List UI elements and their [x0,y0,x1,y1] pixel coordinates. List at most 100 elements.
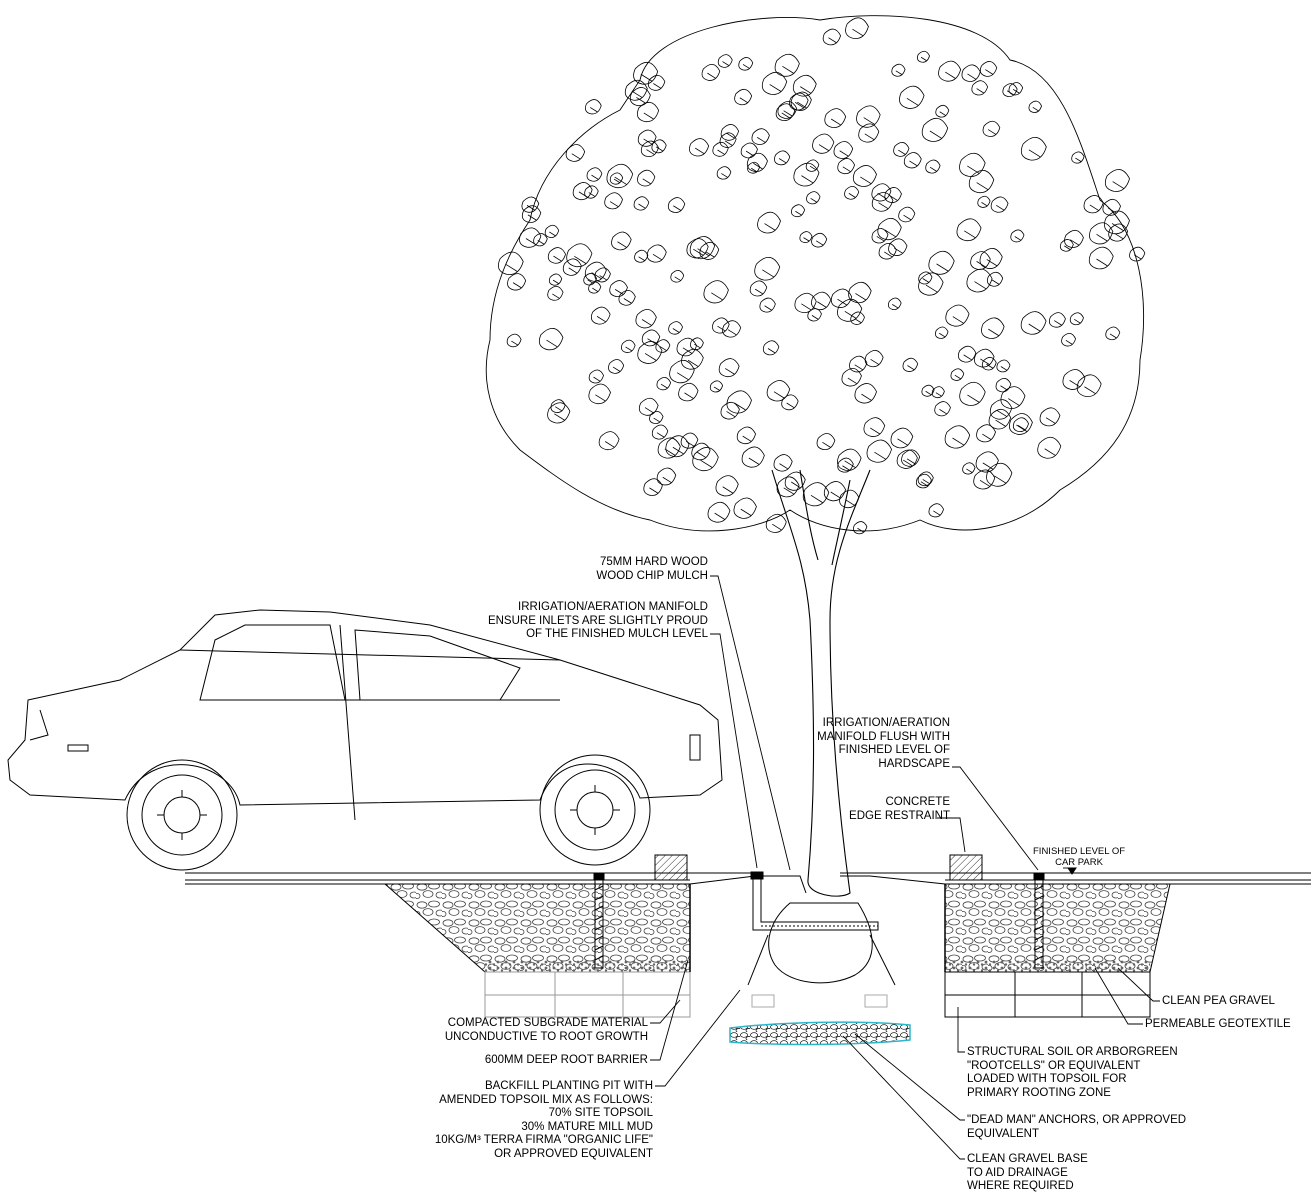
label-gravel-base: CLEAN GRAVEL BASE TO AID DRAINAGE WHERE … [967,1153,1088,1193]
label-backfill: BACKFILL PLANTING PIT WITH AMENDED TOPSO… [434,1080,653,1160]
leaf-cluster [959,381,986,406]
leaf-cluster [944,425,971,449]
leaf-cluster [811,232,828,248]
leaf-cluster [1064,229,1084,248]
leaf-cluster [837,457,854,473]
leaf-cluster [651,424,669,440]
leaf-cluster [550,399,566,413]
leaf-cluster [811,291,832,311]
leaf-cluster [986,462,1013,487]
leaf-cluster [850,311,865,325]
tree-canopy [485,15,1146,535]
leaf-cluster [774,150,791,166]
leaf-cluster [1102,198,1121,216]
leaf-cluster [1048,312,1066,328]
pit-irrigation-manifold [750,871,879,931]
leaf-cluster [716,166,732,180]
leaf-cluster [1076,374,1102,397]
leaf-cluster [712,317,730,334]
right-concrete-edge-restraint [949,854,983,881]
leaf-cluster [977,195,991,208]
leaf-cluster [629,87,651,107]
leaf-cluster [1129,246,1146,262]
leaf-cluster [823,481,847,502]
leaf-cluster [833,141,854,159]
leaf-cluster [959,152,986,177]
leaf-cluster [1062,369,1086,390]
leaf-cluster [976,424,996,443]
leaf-cluster [751,128,770,145]
leaf-cluster [854,383,877,404]
leaf-cluster [982,120,1001,137]
root-ball [747,902,896,986]
leaf-cluster [957,345,977,363]
leaf-cluster [637,341,663,364]
leaf-cluster [621,339,636,353]
leaf-cluster [643,478,663,496]
leaf-cluster [841,367,862,387]
leaf-cluster [974,348,995,368]
leaf-cluster [899,85,925,109]
left-cobble-base [383,883,691,1018]
leaf-cluster [934,401,951,417]
leaf-cluster [971,80,989,96]
leaf-cluster [792,74,817,97]
leaf-cluster [562,258,582,276]
leaf-cluster [898,206,916,223]
leaf-cluster [588,281,602,294]
leaf-cluster [981,317,1005,339]
leaf-cluster [722,320,742,338]
leaf-cluster [863,417,886,437]
leaf-cluster [548,273,563,286]
leaf-cluster [691,442,711,461]
leaf-cluster [636,101,660,123]
leaf-cluster [773,454,793,472]
leaf-cluster [887,297,902,311]
leaf-cluster [848,281,872,304]
leaf-cluster [759,297,776,313]
leaf-cluster [973,469,996,490]
leaf-cluster [928,250,955,275]
leaf-cluster [950,368,965,381]
leaf-cluster [609,280,628,298]
label-subgrade: COMPACTED SUBGRADE MATERIAL UNCONDUCTIVE… [444,1017,648,1043]
label-concrete-edge: CONCRETE EDGE RESTRAINT [849,796,950,822]
leaf-cluster [890,427,914,449]
leaf-cluster [988,408,1012,430]
label-manifold-flush: IRRIGATION/AERATION MANIFOLD FLUSH WITH … [817,717,950,770]
leaf-cluster [849,355,868,373]
leaf-cluster [902,357,919,372]
leaf-cluster [845,17,869,39]
leaf-cluster [538,328,564,351]
leaf-cluster [921,118,949,142]
leaf-cluster [565,144,586,162]
label-finished-level: FINISHED LEVEL OF CAR PARK [1033,846,1126,868]
leaf-cluster [533,233,548,247]
leaf-cluster [707,501,731,523]
leaf-cluster [726,390,752,414]
leaf-cluster [701,63,721,81]
leaf-cluster [720,401,740,420]
leaf-cluster [970,251,991,270]
leaf-cluster [961,64,981,82]
leaf-cluster [966,268,993,293]
leaf-cluster [498,251,524,276]
leaf-cluster [925,159,941,174]
right-cobble-base [944,883,1171,1018]
leaf-cluster [649,410,664,424]
leaf-cluster [586,167,603,182]
leaf-cluster [1008,82,1024,96]
leader-lines [650,575,1160,1160]
leaf-cluster [938,60,962,82]
leaf-cluster [893,142,910,157]
leaf-cluster [709,380,724,393]
leaf-cluster [866,439,892,463]
leaf-cluster [871,183,892,202]
leaf-cluster [903,152,922,169]
label-dead-man: "DEAD MAN" ANCHORS, OR APPROVED EQUIVALE… [967,1114,1187,1140]
leaf-cluster [979,61,998,77]
leaf-cluster [521,205,542,223]
leaf-cluster [668,321,683,335]
leaf-cluster [1069,312,1084,326]
